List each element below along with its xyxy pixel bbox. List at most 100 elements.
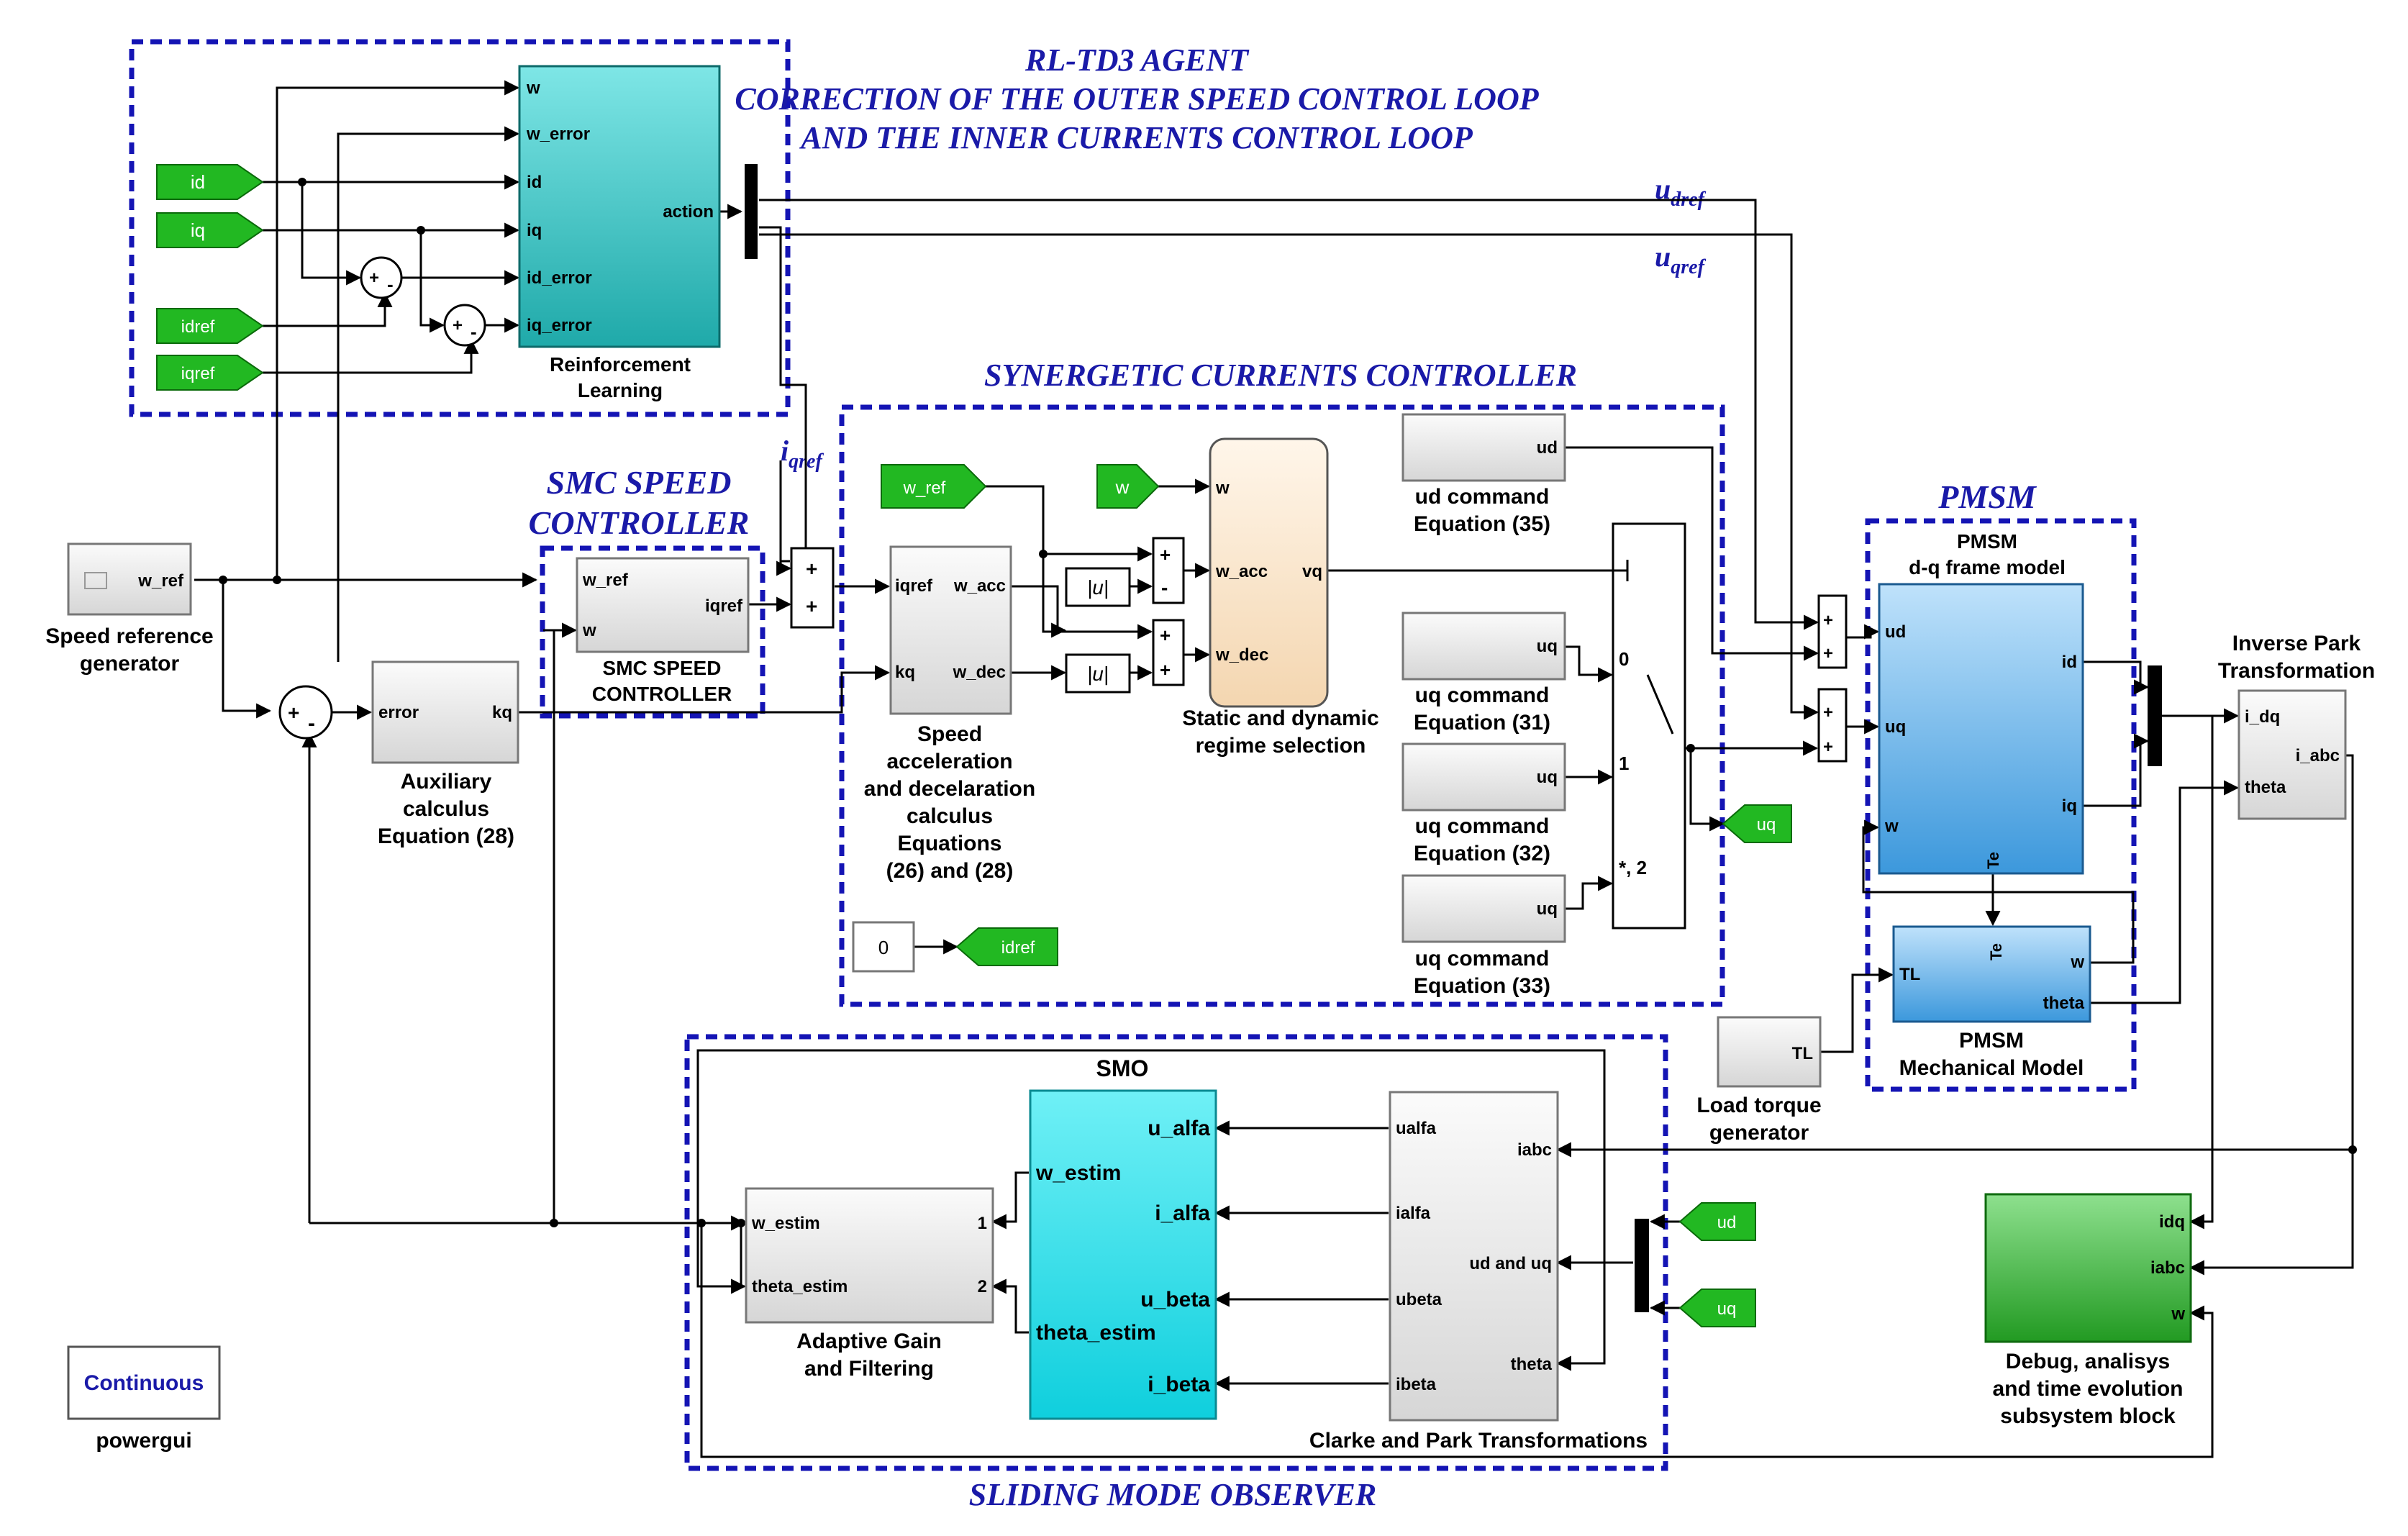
uq33-block[interactable]: uq [1401, 874, 1566, 943]
pmsm-sum-ud[interactable]: ++ [1817, 594, 1848, 669]
load-caption-1: Load torque [1696, 1094, 1821, 1117]
pmsm-sum-uq[interactable]: ++ [1817, 688, 1848, 763]
svg-text:uq: uq [1717, 1299, 1737, 1319]
svg-text:i_abc: i_abc [2296, 746, 2340, 765]
svg-text:idq: idq [2159, 1212, 2185, 1232]
speed-acc-block[interactable]: iqref kq w_acc w_dec [889, 545, 1012, 715]
tag-iqref[interactable]: iqref [156, 355, 264, 391]
svg-text:id_error: id_error [527, 268, 592, 288]
svg-text:ud: ud [1885, 622, 1906, 642]
tag-id[interactable]: id [156, 164, 264, 200]
svg-text:idref: idref [181, 317, 215, 337]
pmsm-dq-block[interactable]: ud uq w id iq Te [1878, 583, 2084, 875]
uqref-label: uqref [1655, 240, 1707, 278]
ud-uq-mux[interactable] [1635, 1219, 1649, 1312]
tag-w-ref[interactable]: w_ref [881, 464, 987, 509]
synergetic-title: SYNERGETIC CURRENTS CONTROLLER [984, 358, 1577, 393]
debug-caption-3: subsystem block [2000, 1404, 2176, 1428]
iqref-label: iqref [781, 435, 824, 473]
sum-acc[interactable]: +- [1152, 537, 1185, 604]
svg-text:w_ref: w_ref [137, 571, 184, 591]
svg-text:ibeta: ibeta [1396, 1375, 1437, 1394]
pmsm-mux[interactable] [2148, 665, 2162, 766]
smc-block[interactable]: w_ref w iqref [576, 557, 750, 653]
svg-text:uq: uq [1537, 768, 1558, 787]
aux-caption-1: Auxiliary [401, 770, 492, 794]
svg-text:2: 2 [978, 1277, 987, 1296]
sum-iq-error[interactable]: +- [443, 304, 486, 347]
svg-text:w_dec: w_dec [1215, 645, 1268, 665]
abs-dec[interactable]: |u| [1065, 653, 1131, 694]
abs-acc[interactable]: |u| [1065, 567, 1131, 607]
svg-text:action: action [663, 202, 714, 222]
svg-text:id: id [527, 173, 542, 192]
svg-text:ud: ud [1537, 438, 1558, 458]
uq32-block[interactable]: uq [1401, 742, 1566, 812]
inverse-park-block[interactable]: i_dq theta i_abc [2237, 689, 2347, 820]
pmsm-mech-caption-1: PMSM [1959, 1029, 2024, 1053]
sum-iqref[interactable]: ++ [790, 547, 835, 629]
regime-block[interactable]: w w_acc w_dec vq [1209, 437, 1329, 708]
smc-title-2: CONTROLLER [529, 504, 750, 541]
svg-text:i_beta: i_beta [1148, 1373, 1210, 1396]
aux-block[interactable]: error kq [371, 660, 519, 764]
pmsm-mech-block[interactable]: Te TL w theta [1892, 925, 2091, 1023]
observer-title: SLIDING MODE OBSERVER [969, 1477, 1376, 1512]
svg-text:iq_error: iq_error [527, 316, 592, 335]
svg-text:u_alfa: u_alfa [1148, 1117, 1210, 1140]
svg-text:idref: idref [1001, 938, 1035, 958]
clarke-park-block[interactable]: ualfa ialfa ubeta ibeta iabc ud and uq t… [1389, 1091, 1559, 1422]
tag-idref-out[interactable]: idref [955, 927, 1058, 966]
smo-block[interactable]: w_estim theta_estim u_alfa i_alfa u_beta… [1029, 1089, 1217, 1420]
speed-reference-block[interactable]: w_ref [67, 542, 192, 616]
smo-title: SMO [1096, 1055, 1149, 1081]
svg-text:+: + [1823, 703, 1833, 722]
svg-text:w: w [1115, 476, 1130, 498]
svg-text:+: + [453, 316, 463, 335]
ud-command-block[interactable]: ud [1401, 413, 1566, 482]
debug-block[interactable]: idq iabc w [1984, 1193, 2192, 1343]
rl-block[interactable]: w w_error id iq id_error iq_error action [518, 65, 721, 348]
smc-speed-group [540, 545, 765, 719]
tag-iq[interactable]: iq [156, 212, 264, 248]
svg-text:ud and uq: ud and uq [1469, 1254, 1552, 1273]
svg-text:+: + [1160, 544, 1171, 565]
svg-text:+: + [806, 595, 817, 617]
pmsm-mech-caption-2: Mechanical Model [1899, 1056, 2084, 1080]
adaptive-caption-1: Adaptive Gain [796, 1330, 942, 1353]
sum-id-error[interactable]: +- [360, 256, 403, 299]
svg-text:Continuous: Continuous [84, 1371, 204, 1395]
sum-dec[interactable]: ++ [1152, 619, 1185, 686]
sum-w-error[interactable]: +- [278, 685, 333, 740]
load-caption-2: generator [1709, 1121, 1809, 1145]
tag-idref[interactable]: idref [156, 308, 264, 344]
svg-text:theta: theta [2245, 778, 2286, 797]
tag-uq-out[interactable]: uq [1722, 804, 1792, 843]
constant-zero[interactable]: 0 [852, 921, 915, 973]
svg-text:w: w [526, 78, 540, 98]
powergui-caption: powergui [96, 1429, 191, 1453]
multiport-switch[interactable]: 0 1 *, 2 [1612, 522, 1686, 930]
load-torque-block[interactable]: TL [1717, 1016, 1822, 1088]
adaptive-block[interactable]: w_estim theta_estim 1 2 [745, 1187, 994, 1324]
pmsm-dq-title-1: PMSM [1957, 530, 2017, 553]
svg-text:+: + [1160, 659, 1171, 681]
svg-text:Te: Te [1984, 852, 2002, 869]
uq33-caption-2: Equation (33) [1414, 974, 1550, 998]
svg-text:id: id [2062, 653, 2077, 672]
uq31-block[interactable]: uq [1401, 612, 1566, 681]
rl-title-3: AND THE INNER CURRENTS CONTROL LOOP [799, 120, 1473, 155]
svg-text:-: - [387, 273, 394, 295]
pmsm-title: PMSM [1937, 478, 2037, 515]
tag-ud-in[interactable]: ud [1678, 1202, 1756, 1241]
tag-w[interactable]: w [1096, 464, 1160, 509]
rl-agent-group [129, 39, 791, 417]
powergui-block[interactable]: Continuous [67, 1345, 221, 1420]
svg-text:uq: uq [1885, 717, 1906, 737]
tag-uq-in[interactable]: uq [1678, 1289, 1756, 1327]
svg-text:kq: kq [492, 703, 512, 722]
svg-text:error: error [378, 703, 419, 722]
smc-caption-2: CONTROLLER [592, 683, 732, 705]
rl-demux[interactable] [745, 164, 758, 259]
svg-text:theta: theta [1511, 1355, 1553, 1374]
